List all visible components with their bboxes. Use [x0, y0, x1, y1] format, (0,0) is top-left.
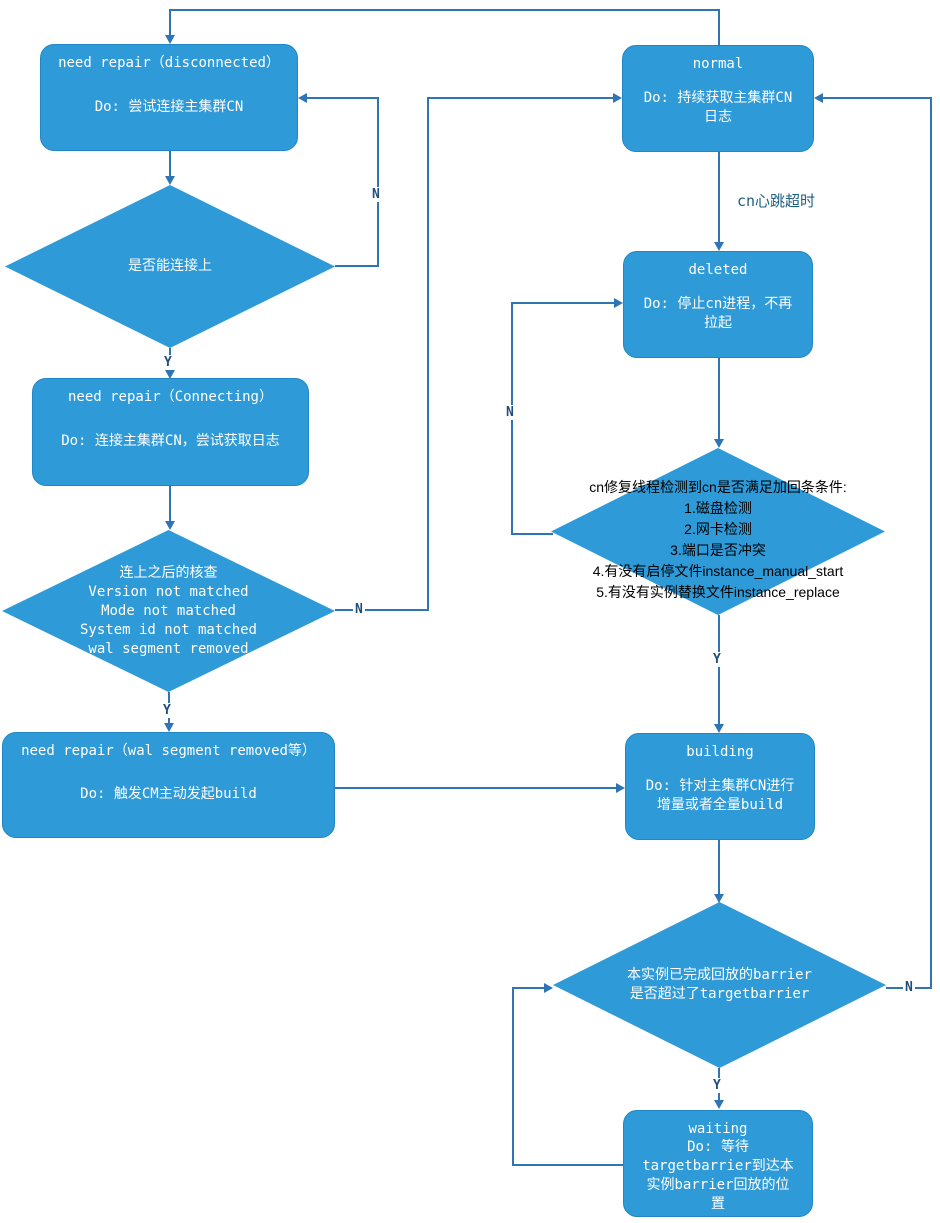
edge-walremoved-to-building-segment — [335, 787, 616, 789]
node-title: need repair（wal segment removed等） — [21, 743, 316, 759]
node-title: building — [686, 744, 754, 760]
edge-normal-to-disconnected-segment — [169, 9, 720, 11]
node-body: Do: 停止cn进程，不再 拉起 — [643, 296, 793, 331]
edge-waiting-to-barriercheck-segment — [512, 1164, 623, 1166]
edge-label-post-check-yes: Y — [161, 703, 173, 718]
node-title: need repair（disconnected） — [58, 55, 280, 71]
edge-barriercheck-no-segment — [823, 97, 932, 99]
decision-barrier-check: 本实例已完成回放的barrier 是否超过了targetbarrier — [553, 902, 886, 1068]
decision-can-connect: 是否能连接上 — [5, 185, 335, 348]
edge-normal-to-disconnected-segment — [718, 9, 720, 46]
edge-building-to-barriercheck-segment — [718, 840, 720, 895]
arrowhead-into-barriercheck-top — [714, 894, 724, 903]
arrowhead-into-building-left — [616, 783, 625, 793]
node-building: building Do: 针对主集群CN进行 增量或者全量build — [625, 733, 815, 840]
arrowhead-into-building-top — [714, 724, 724, 733]
node-body: Do: 连接主集群CN，尝试获取日志 — [61, 433, 280, 449]
decision-post-connect-check: 连上之后的核查 Version not matched Mode not mat… — [2, 530, 335, 692]
edge-normal-to-deleted-segment — [718, 152, 720, 243]
edge-label-can-connect-yes: Y — [162, 355, 174, 370]
arrowhead-into-canconnect-top — [165, 176, 175, 185]
arrowhead-into-normal-right — [814, 93, 823, 103]
node-title: need repair（Connecting） — [67, 389, 273, 405]
node-waiting: waiting Do: 等待 targetbarrier到达本 实例barrie… — [623, 1110, 813, 1217]
edge-waiting-to-barriercheck-segment — [512, 987, 514, 1166]
edge-rejoincheck-no-segment — [511, 302, 614, 304]
node-body: Do: 尝试连接主集群CN — [94, 98, 244, 115]
node-title: deleted — [688, 262, 748, 278]
node-need-repair-wal-removed: need repair（wal segment removed等） Do: 触发… — [2, 732, 335, 838]
node-need-repair-disconnected: need repair（disconnected） Do: 尝试连接主集群CN — [40, 44, 298, 151]
edge-rejoincheck-no-segment — [511, 533, 553, 535]
edge-rejoincheck-yes-segment — [718, 615, 720, 725]
arrowhead-into-disconnected-right — [298, 93, 307, 103]
arrowhead-into-walremoved-top — [164, 723, 174, 732]
arrowhead-into-connecting-top — [165, 370, 175, 379]
edge-postcheck-no-segment — [335, 609, 428, 611]
node-deleted: deleted Do: 停止cn进程，不再 拉起 — [623, 251, 813, 358]
edge-canconnect-no-segment — [335, 265, 379, 267]
edge-normal-to-disconnected-segment — [169, 9, 171, 35]
node-body: Do: 触发CM主动发起build — [80, 786, 257, 802]
edge-label-rejoin-yes: Y — [711, 652, 723, 667]
edge-label-can-connect-no: N — [370, 187, 382, 202]
arrowhead-into-waiting-top — [714, 1100, 724, 1109]
node-body: Do: 持续获取主集群CN 日志 — [643, 90, 793, 125]
node-body: Do: 等待 targetbarrier到达本 实例barrier回放的位 置 — [642, 1139, 794, 1212]
edge-label-barrier-yes: Y — [711, 1078, 723, 1093]
node-normal: normal Do: 持续获取主集群CN 日志 — [622, 45, 814, 152]
edge-postcheck-no-segment — [427, 98, 429, 611]
edge-label-heartbeat-timeout: cn心跳超时 — [737, 192, 816, 210]
decision-rejoin-check-text: cn修复线程检测到cn是否满足加回条条件: 1.磁盘检测 2.网卡检测 3.端口… — [589, 479, 847, 600]
edge-waiting-to-barriercheck-segment — [512, 987, 547, 989]
edge-postcheck-no-segment — [427, 97, 613, 99]
arrowhead-into-deleted-left — [614, 298, 623, 308]
node-body: Do: 针对主集群CN进行 增量或者全量build — [645, 778, 795, 813]
node-title: waiting — [688, 1121, 748, 1137]
edge-label-post-check-no: N — [353, 602, 365, 617]
node-title: normal — [692, 56, 744, 72]
edge-canconnect-no-segment — [377, 97, 379, 267]
edge-connecting-to-postcheck-segment — [169, 486, 171, 522]
arrowhead-into-normal-left — [613, 93, 622, 103]
edge-label-rejoin-no: N — [504, 405, 516, 420]
arrowhead-into-disconnected-top — [165, 35, 175, 44]
arrowhead-into-deleted-top — [714, 242, 724, 251]
edge-deleted-to-rejoincheck-segment — [718, 358, 720, 440]
edge-barriercheck-no-segment — [930, 98, 932, 988]
edge-disconnected-to-canconnect-segment — [169, 151, 171, 177]
edge-label-barrier-no: N — [903, 980, 915, 995]
arrowhead-into-rejoincheck-top — [714, 439, 724, 448]
node-need-repair-connecting: need repair（Connecting） Do: 连接主集群CN，尝试获取… — [32, 378, 309, 486]
edge-canconnect-no-segment — [307, 97, 379, 99]
arrowhead-into-barriercheck-left — [544, 983, 553, 993]
arrowhead-into-postcheck-top — [165, 521, 175, 530]
